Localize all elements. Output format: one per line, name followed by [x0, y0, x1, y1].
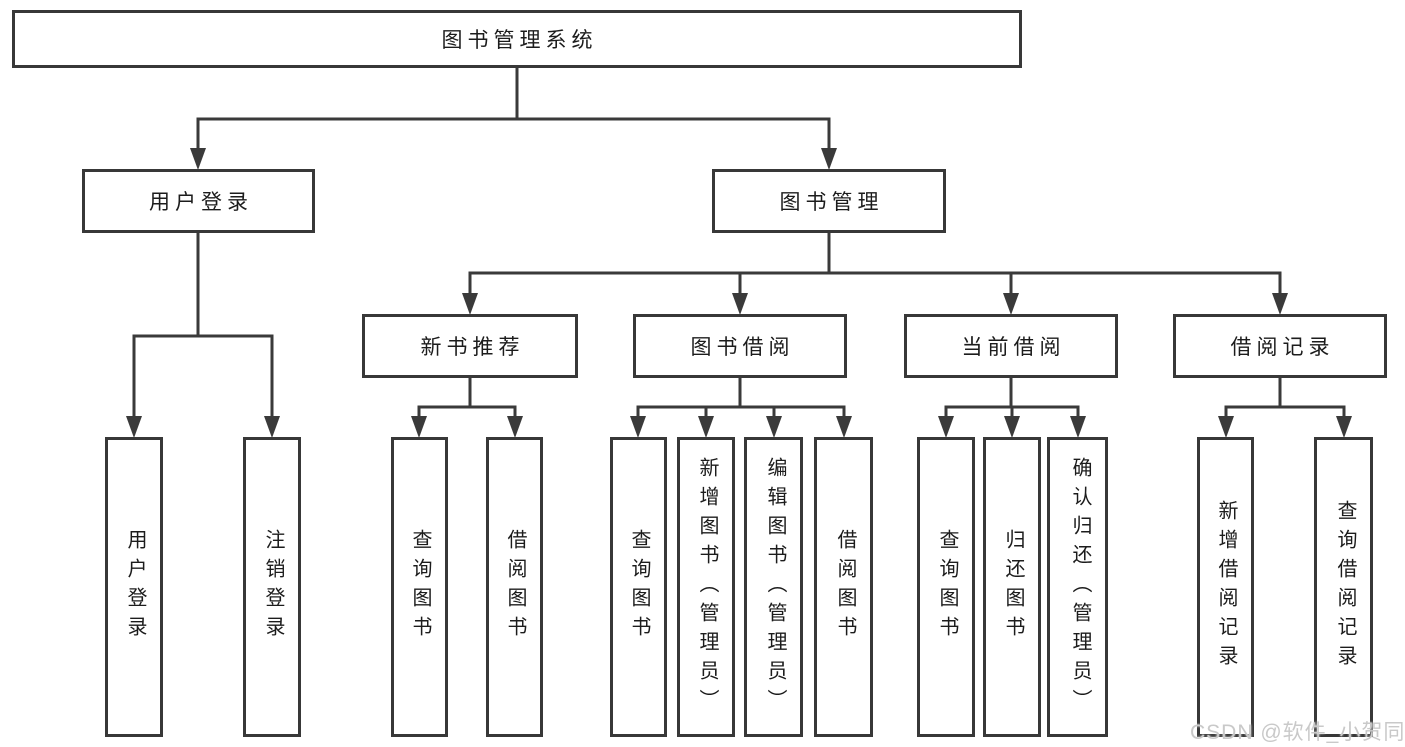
node-book-borrow: 图书借阅 [633, 314, 847, 378]
leaf-records-add-record: 新增借阅记录 [1197, 437, 1254, 737]
leaf-borrow-add-book-admin: 新增图书（管理员） [677, 437, 735, 737]
leaf-newbooks-query-book: 查询图书 [391, 437, 448, 737]
leaf-current-return-book: 归还图书 [983, 437, 1041, 737]
connector-book-mgmt-to-level3 [462, 231, 1288, 315]
leaf-records-query-record: 查询借阅记录 [1314, 437, 1373, 737]
leaf-user-login: 用户登录 [105, 437, 163, 737]
leaf-borrow-edit-book-admin: 编辑图书（管理员） [744, 437, 803, 737]
leaf-logout: 注销登录 [243, 437, 301, 737]
node-current-borrow: 当前借阅 [904, 314, 1118, 378]
leaf-current-confirm-return-admin: 确认归还（管理员） [1047, 437, 1108, 737]
connector-root-to-level2 [190, 66, 837, 170]
node-user-login: 用户登录 [82, 169, 315, 233]
connector-book-borrow-to-leaves [630, 376, 852, 438]
connector-current-borrow-to-leaves [938, 376, 1086, 438]
leaf-current-query-book: 查询图书 [917, 437, 975, 737]
connector-user-login-to-leaves [126, 231, 280, 438]
leaf-borrow-query-book: 查询图书 [610, 437, 667, 737]
leaf-newbooks-borrow-book: 借阅图书 [486, 437, 543, 737]
node-book-management: 图书管理 [712, 169, 946, 233]
connector-borrow-records-to-leaves [1218, 376, 1352, 438]
node-new-book-recommend: 新书推荐 [362, 314, 578, 378]
node-root-system: 图书管理系统 [12, 10, 1022, 68]
csdn-watermark: CSDN @软件_小贺同学 [1190, 721, 1405, 744]
node-borrow-records: 借阅记录 [1173, 314, 1387, 378]
connector-new-books-to-leaves [411, 376, 523, 438]
leaf-borrow-borrow-book: 借阅图书 [814, 437, 873, 737]
